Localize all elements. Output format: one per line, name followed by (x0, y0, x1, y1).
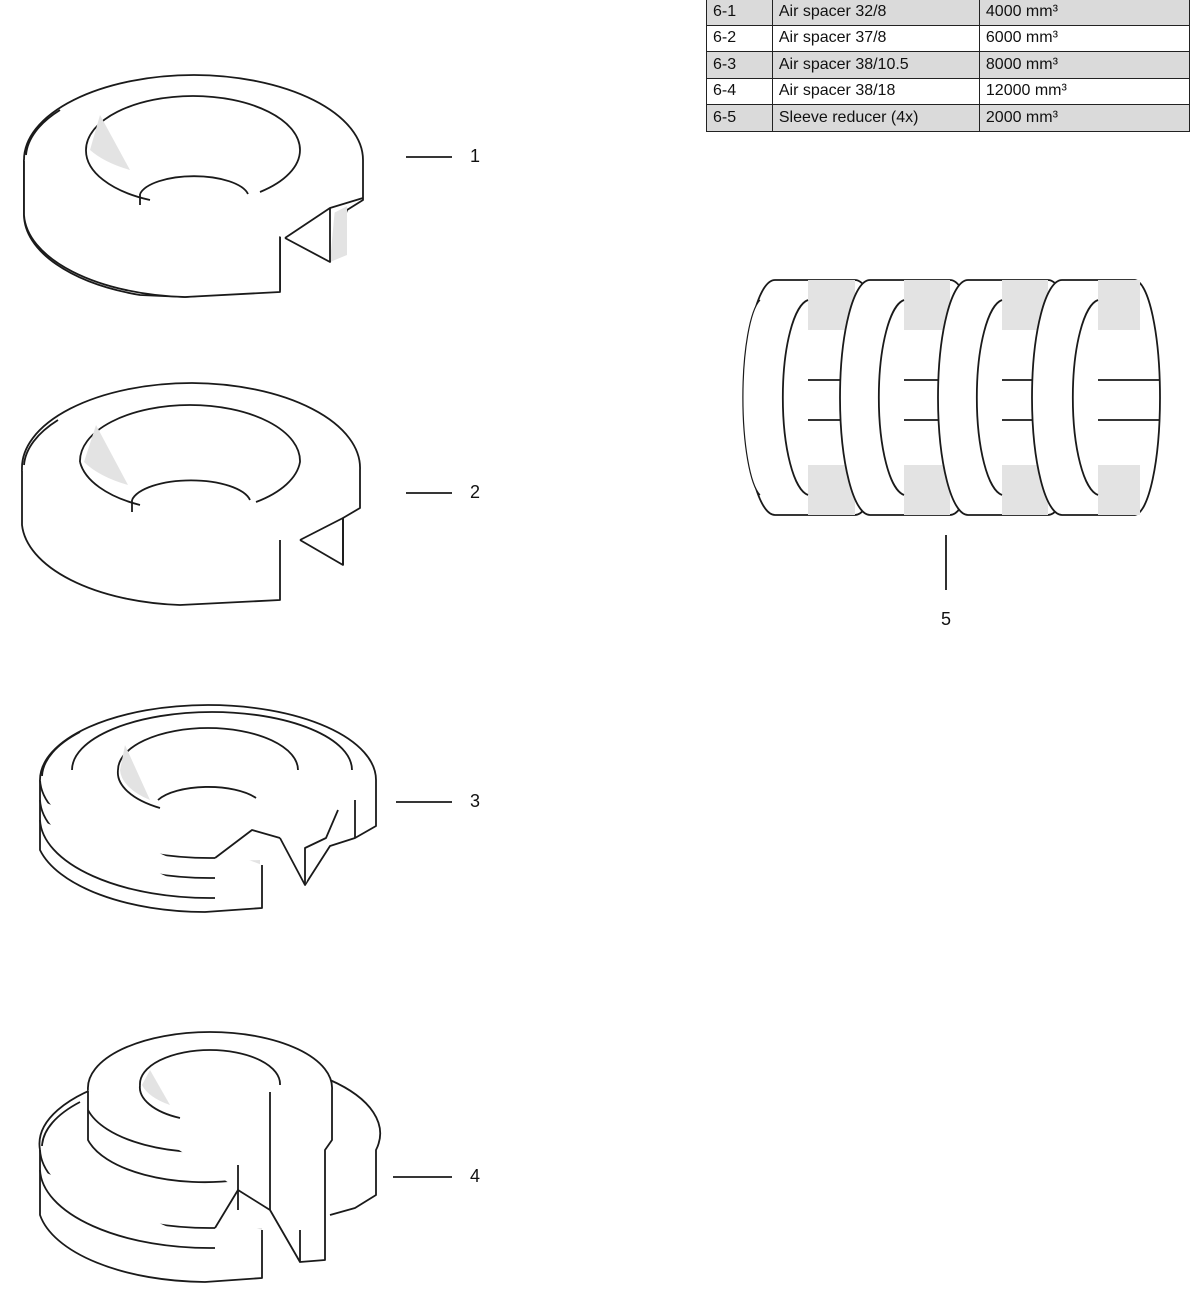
part-id-cell: 6-2 (706, 24, 773, 52)
callout-2: 2 (470, 482, 481, 502)
part-id-cell: 6-3 (706, 51, 773, 79)
sleeve-reducer-drawing (742, 279, 1161, 516)
callout-1: 1 (470, 146, 481, 166)
air-spacer-4-drawing (38, 1031, 381, 1283)
part-volume-cell: 4000 mm³ (978, 0, 1190, 26)
part-volume-cell: 8000 mm³ (978, 51, 1190, 79)
part-name-cell: Air spacer 38/10.5 (771, 51, 980, 79)
part-volume-cell: 2000 mm³ (978, 104, 1190, 132)
part-volume-cell: 12000 mm³ (978, 77, 1190, 105)
part-name-cell: Air spacer 38/18 (771, 77, 980, 105)
callout-5: 5 (941, 609, 952, 629)
air-spacer-2-drawing (21, 382, 361, 606)
callout-4: 4 (470, 1166, 481, 1186)
table-row: 6-3 Air spacer 38/10.5 8000 mm³ (706, 51, 1190, 79)
air-spacer-3-drawing (39, 704, 377, 913)
table-row: 6-4 Air spacer 38/18 12000 mm³ (706, 77, 1190, 105)
part-id-cell: 6-1 (706, 0, 773, 26)
table-row: 6-1 Air spacer 32/8 4000 mm³ (706, 0, 1190, 26)
air-spacer-1-drawing (23, 74, 364, 298)
part-id-cell: 6-5 (706, 104, 773, 132)
table-row: 6-5 Sleeve reducer (4x) 2000 mm³ (706, 104, 1190, 132)
callout-3: 3 (470, 791, 481, 811)
part-volume-cell: 6000 mm³ (978, 24, 1190, 52)
part-name-cell: Air spacer 32/8 (771, 0, 980, 26)
parts-table: 6-1 Air spacer 32/8 4000 mm³ 6-2 Air spa… (706, 0, 1190, 132)
